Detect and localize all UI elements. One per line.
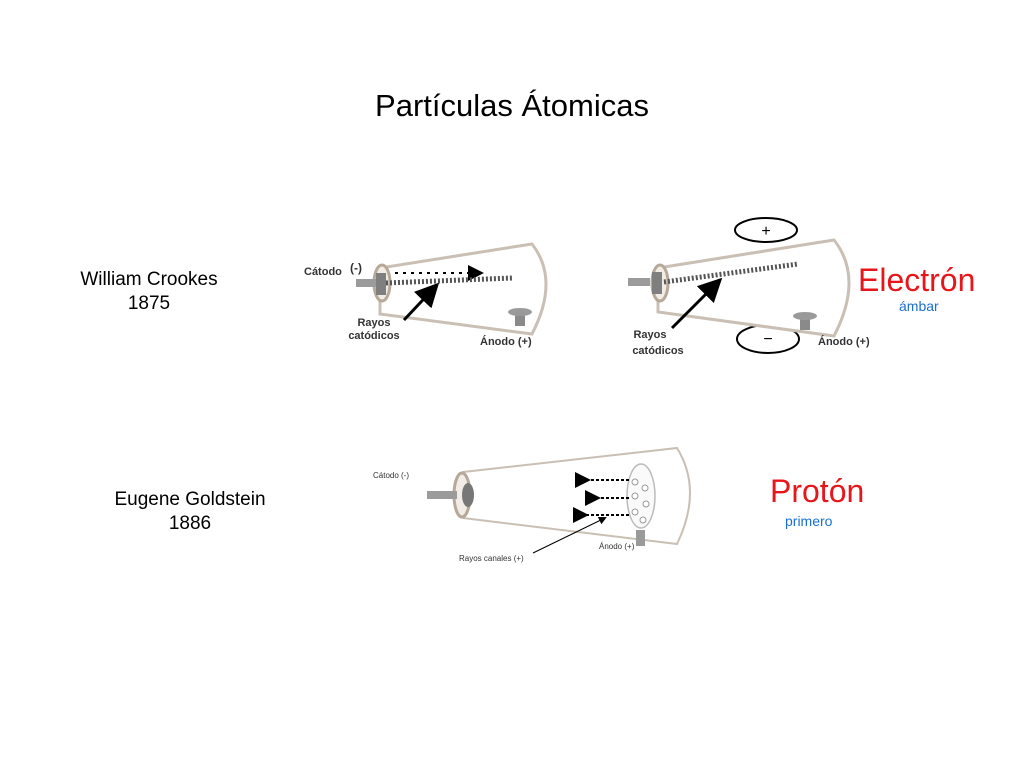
rays-label: Rayos <box>357 317 390 329</box>
anode-terminal <box>793 312 817 330</box>
scientist-crookes: William Crookes 1875 <box>58 268 240 316</box>
particle-note: primero <box>785 513 833 529</box>
perforated-anode <box>626 463 656 546</box>
cathode-sign-label: (-) <box>350 261 362 275</box>
anode-label: Ánodo (+) <box>480 335 532 348</box>
particle-proton: Protón <box>770 473 865 509</box>
canal-ray-tube-diagram: Cátodo (-) Rayos canales (+) Ánodo (+) <box>373 446 691 563</box>
particle-electron: Electrón <box>858 262 976 298</box>
deflected-ray-beam <box>663 261 799 285</box>
cathode-label: Cátodo <box>304 266 342 278</box>
scientist-goldstein: Eugene Goldstein 1886 <box>90 488 290 536</box>
slide-title: Partículas Átomicas <box>375 88 649 123</box>
glass-tube <box>628 238 851 338</box>
positive-sign: + <box>761 223 770 240</box>
rays-label: Rayos canales (+) <box>459 554 524 563</box>
anode-terminal <box>508 308 532 326</box>
rays-pointer-arrow <box>532 517 607 554</box>
scientist-year: 1875 <box>127 293 171 314</box>
negative-sign: − <box>763 331 772 348</box>
rays-pointer-arrow <box>670 277 723 330</box>
rays-label: catódicos <box>632 345 683 357</box>
positive-plate <box>734 217 798 243</box>
rays-pointer-arrow <box>402 282 440 322</box>
particle-note: ámbar <box>899 298 939 314</box>
glass-tube <box>356 242 548 336</box>
scientist-name: Eugene Goldstein <box>114 489 266 510</box>
anode-label: Ánodo (+) <box>818 335 870 348</box>
rays-label: Rayos <box>633 329 666 341</box>
deflection-tube-diagram: + − Rayos catódicos Ánodo (+) <box>628 217 870 357</box>
scientist-name: William Crookes <box>80 269 218 290</box>
cathode-ray-tube-diagram: Cátodo (-) Rayos catódicos Ánodo (+) <box>304 242 548 348</box>
cathode-label: Cátodo (-) <box>373 471 409 480</box>
rays-label: catódicos <box>348 330 399 342</box>
scientist-year: 1886 <box>168 513 212 534</box>
anode-label: Ánodo (+) <box>599 542 635 551</box>
cathode-ray-beam <box>385 275 513 286</box>
